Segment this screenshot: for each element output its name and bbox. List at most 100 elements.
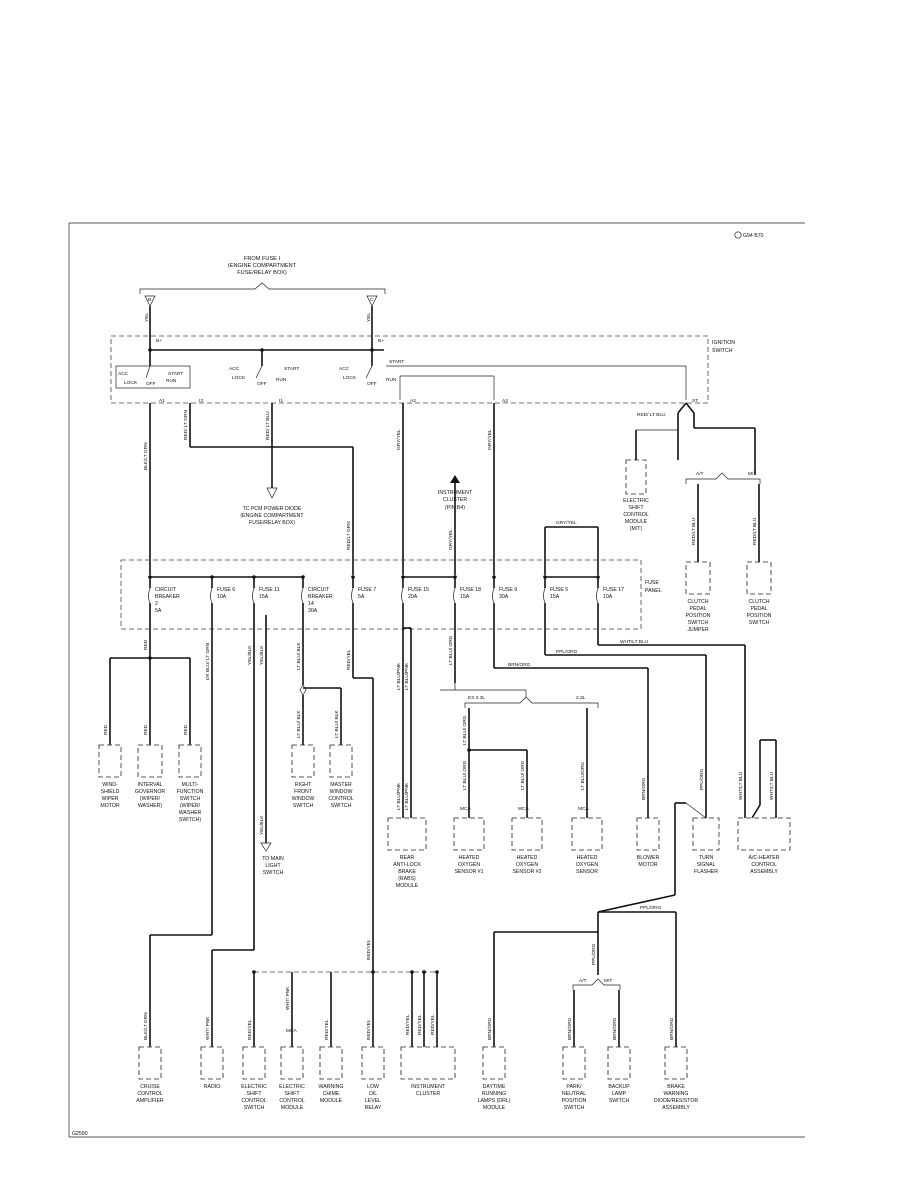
clutch-jumper-line2: PEDAL [689, 606, 706, 612]
fuse-label-4-1: 5A [358, 594, 365, 600]
feed-header: FROM FUSE I (ENGINE COMPARTMENT FUSE/REL… [139, 256, 386, 350]
component-bottom-label-2-2: CONTROL [241, 1098, 266, 1104]
wire-yel-blk-2: YEL/BLK [259, 645, 265, 665]
wire-red-cb2: RED [143, 639, 149, 650]
component-mid-label-1-0: INTERVAL [138, 782, 163, 788]
component-mid-label-2-2: SWITCH [180, 796, 201, 802]
bplus-right: B+ [378, 338, 384, 344]
ign1-acc: ACC [118, 371, 129, 377]
wire-red-lt-blu-right: RED/ LT BLU [637, 412, 666, 418]
clutch-switch-box [746, 561, 772, 595]
wire-blk-grn-cruise: BLK/LT GRN [143, 1012, 149, 1040]
fuse-label-9-1: 10A [603, 594, 613, 600]
wire-red-lt-blu: RED/ LT BLU [265, 411, 271, 440]
fuse-label-8-0: FUSE 5 [550, 587, 568, 593]
ign1-run: RUN [166, 378, 177, 384]
feed-title-line1: FROM FUSE I [244, 256, 280, 262]
fuse-label-2-1: 15A [259, 594, 269, 600]
feed-wire-right: YEL [366, 313, 372, 322]
fuse-4: FUSE 75A [351, 575, 376, 615]
wire-ppl-org-bottom: PPL/ORG [640, 905, 662, 911]
component-bottom-label-8-0: PARK/ [566, 1084, 582, 1090]
wire-red-yel-shift-switch: RED/YEL [247, 1019, 253, 1040]
ign2-lock: LOCK [232, 375, 246, 381]
component-mid-label-4-1: WINDOW [330, 789, 353, 795]
wire-yel-blk-3: YEL/BLK [259, 815, 265, 835]
fuse-label-7-1: 30A [499, 594, 509, 600]
to-main-light-line1: TO MAIN [262, 856, 284, 862]
component-bottom-label-7-2: LAMPS (DRL) [478, 1098, 511, 1104]
wire-lt-blu-org-sensor2: LT BLU/ ORG [520, 760, 526, 790]
mt-label-bottom: M/T [604, 978, 612, 984]
bplus-left: B+ [156, 338, 162, 344]
component-bottom-label-2-1: SHIFT [247, 1091, 263, 1097]
terminal-st: ST [692, 398, 698, 404]
component-bottom-label-0-0: CRUISE [140, 1084, 160, 1090]
component-bottom-label-6-1: CLUSTER [416, 1091, 440, 1097]
component-mid-label-6-2: SENSOR #1 [454, 869, 483, 875]
clutch-switch-line1: CLUTCH [748, 599, 769, 605]
wire-brn-org-brake: BRN/ORG [669, 1017, 675, 1040]
wire-red-yel-cluster-3: RED/YEL [430, 1014, 436, 1035]
fuse-panel-title-line2: PANEL [645, 588, 662, 594]
fuse-label-8-1: 15A [550, 594, 560, 600]
electric-shift-control-module-box [625, 459, 647, 495]
component-bottom-label-10-3: ASSEMBLY [662, 1105, 690, 1111]
component-bottom-label-9-0: BACKUP [608, 1084, 630, 1090]
wire-red-yel-cluster-1: RED/YEL [405, 1014, 411, 1035]
wire-brn-org-backup: BRN/ORG [612, 1017, 618, 1040]
component-mid-label-2-4: WASHER [179, 810, 202, 816]
component-mid-label-7-2: SENSOR #2 [512, 869, 541, 875]
component-bottom-label-4-1: CHIME [323, 1091, 340, 1097]
ign1-off: OFF [146, 381, 156, 387]
ign2-run: RUN [276, 377, 287, 383]
wire-red-wiper-motor: RED [103, 724, 109, 735]
component-bottom-label-3-3: MODULE [281, 1105, 304, 1111]
wire-lt-blu-blk-1: LT BLU/ BLK [296, 642, 302, 670]
wire-red-yel-cluster-2: RED/YEL [417, 1014, 423, 1035]
component-mid-label-0-3: MOTOR [100, 803, 119, 809]
terminal-a3: A3 [502, 398, 508, 404]
component-mid-label-2-3: (WIPER/ [180, 803, 201, 809]
connector-c-symbol [366, 295, 378, 307]
wire-lt-blu-pnk-3: LT BLU/PNK [396, 782, 402, 810]
wire-wht-lt-blu-top: WHT/LT BLU [620, 639, 649, 645]
connector-b-symbol [144, 295, 156, 307]
component-mid-label-4-2: CONTROL [328, 796, 353, 802]
escm-line2: SHIFT [629, 505, 645, 511]
wire-brn-org-top: BRN/ORG [508, 662, 531, 668]
escm-line4: MODULE [625, 519, 648, 525]
wire-yel-blk-1: YEL/BLK [247, 645, 253, 665]
ign2-off: OFF [257, 381, 267, 387]
wire-lt-blu-org-sensor-feed: LT BLU/ ORG [462, 715, 468, 745]
mca-sensor1: MCA [460, 806, 471, 812]
wire-brn-org-drl: BRN/ORG [487, 1017, 493, 1040]
wire-lt-blu-org-fuse18: LT BLU/ ORG [448, 635, 454, 665]
to-main-light-line3: SWITCH [263, 870, 284, 876]
component-mid-label-4-0: MASTER [330, 782, 352, 788]
component-mid-label-10-1: SIGNAL [696, 862, 715, 868]
component-bottom-1: RADIO [200, 1046, 224, 1090]
component-mid-label-6-1: OXYGEN [458, 862, 480, 868]
ign1-start: START [168, 371, 183, 377]
tc-diode-line3: FUSE/RELAY BOX) [249, 520, 295, 526]
component-bottom-label-8-2: POSITION [562, 1098, 587, 1104]
ignition-to-fuse-wires: BLK/LT GRN RED/ LT GRN RED/LT GRN RED/ L… [143, 402, 772, 633]
wire-ppl-org-top: PPL/ORG [556, 649, 578, 655]
l23-label: 2.3L [576, 695, 586, 701]
terminal-i1: I1 [279, 398, 283, 404]
lower-wiring: RED RED RED RED DK BLU/ LT GRN BLK/LT GR… [103, 615, 777, 1047]
